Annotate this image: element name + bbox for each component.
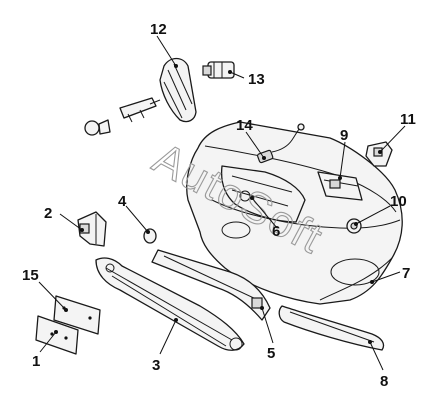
callout-15: 15 (22, 267, 39, 284)
license-plate (35, 315, 79, 355)
callout-14: 14 (236, 117, 253, 134)
callout-4: 4 (118, 193, 127, 210)
side-bracket (77, 211, 107, 247)
plug (143, 228, 157, 244)
callout-11: 11 (400, 111, 416, 128)
clip-fastener (346, 218, 362, 234)
callout-labels: 12 13 14 9 11 10 6 7 8 5 3 4 2 15 1 (22, 21, 416, 390)
callout-5: 5 (267, 345, 275, 362)
bulb-and-lead (84, 97, 161, 136)
lamp-socket (202, 61, 235, 79)
callout-10: 10 (390, 193, 407, 210)
reinforcement-bar (151, 249, 271, 321)
callout-12: 12 (150, 21, 167, 38)
callout-6: 6 (272, 223, 280, 240)
bracket-right (317, 171, 363, 201)
callout-7: 7 (402, 265, 410, 282)
callout-1: 1 (32, 353, 40, 370)
headlamp (159, 57, 197, 123)
callout-2: 2 (44, 205, 52, 222)
leader-lines (38, 35, 406, 371)
callout-8: 8 (380, 373, 388, 390)
lower-trim-strip (278, 305, 385, 351)
callout-13: 13 (248, 71, 265, 88)
callout-9: 9 (340, 127, 348, 144)
grille-bracket (220, 165, 306, 223)
callout-3: 3 (152, 357, 160, 374)
lower-spoiler (95, 257, 245, 351)
